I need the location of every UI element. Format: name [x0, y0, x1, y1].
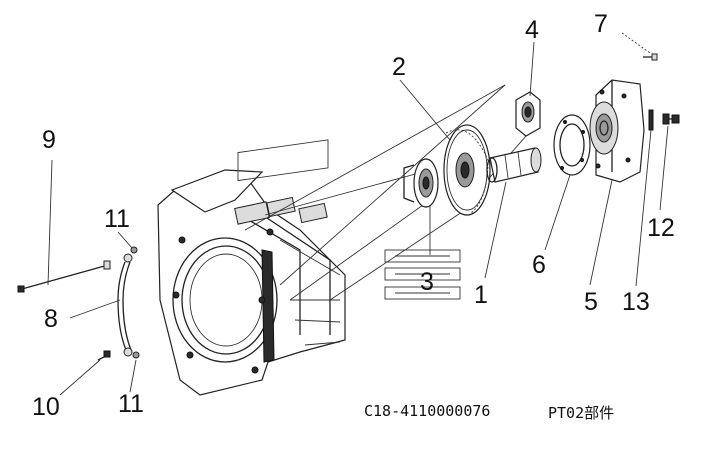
assembly-name: PT02部件 [548, 404, 615, 422]
callout-8: 8 [44, 305, 58, 333]
part-code: C18-4110000076 [364, 402, 491, 420]
shaft [486, 147, 542, 183]
assembly-lines [244, 84, 541, 301]
plug-and-seal [648, 109, 680, 131]
callout-7: 7 [594, 10, 608, 38]
callout-4: 4 [525, 16, 539, 44]
large-gear [443, 124, 491, 216]
callout-10: 10 [32, 393, 60, 421]
pump-cover [589, 79, 645, 183]
callout-6: 6 [532, 251, 546, 279]
oil-pipe [117, 253, 133, 357]
callout-11-top: 11 [104, 205, 130, 233]
housing [157, 139, 461, 396]
callout-13: 13 [622, 288, 650, 316]
banjo-bolts [97, 246, 140, 361]
leader-lines [47, 41, 669, 396]
bearing-flange [515, 91, 541, 137]
callout-12: 12 [647, 214, 675, 242]
callout-3: 3 [420, 268, 434, 296]
callout-2: 2 [392, 53, 406, 81]
callout-5: 5 [584, 288, 598, 316]
small-screw [621, 32, 658, 61]
gasket [553, 114, 591, 176]
callout-9: 9 [42, 126, 56, 154]
callout-11-bottom: 11 [118, 390, 144, 418]
callout-1: 1 [474, 281, 488, 309]
small-gear [403, 158, 439, 208]
rod [17, 260, 111, 293]
